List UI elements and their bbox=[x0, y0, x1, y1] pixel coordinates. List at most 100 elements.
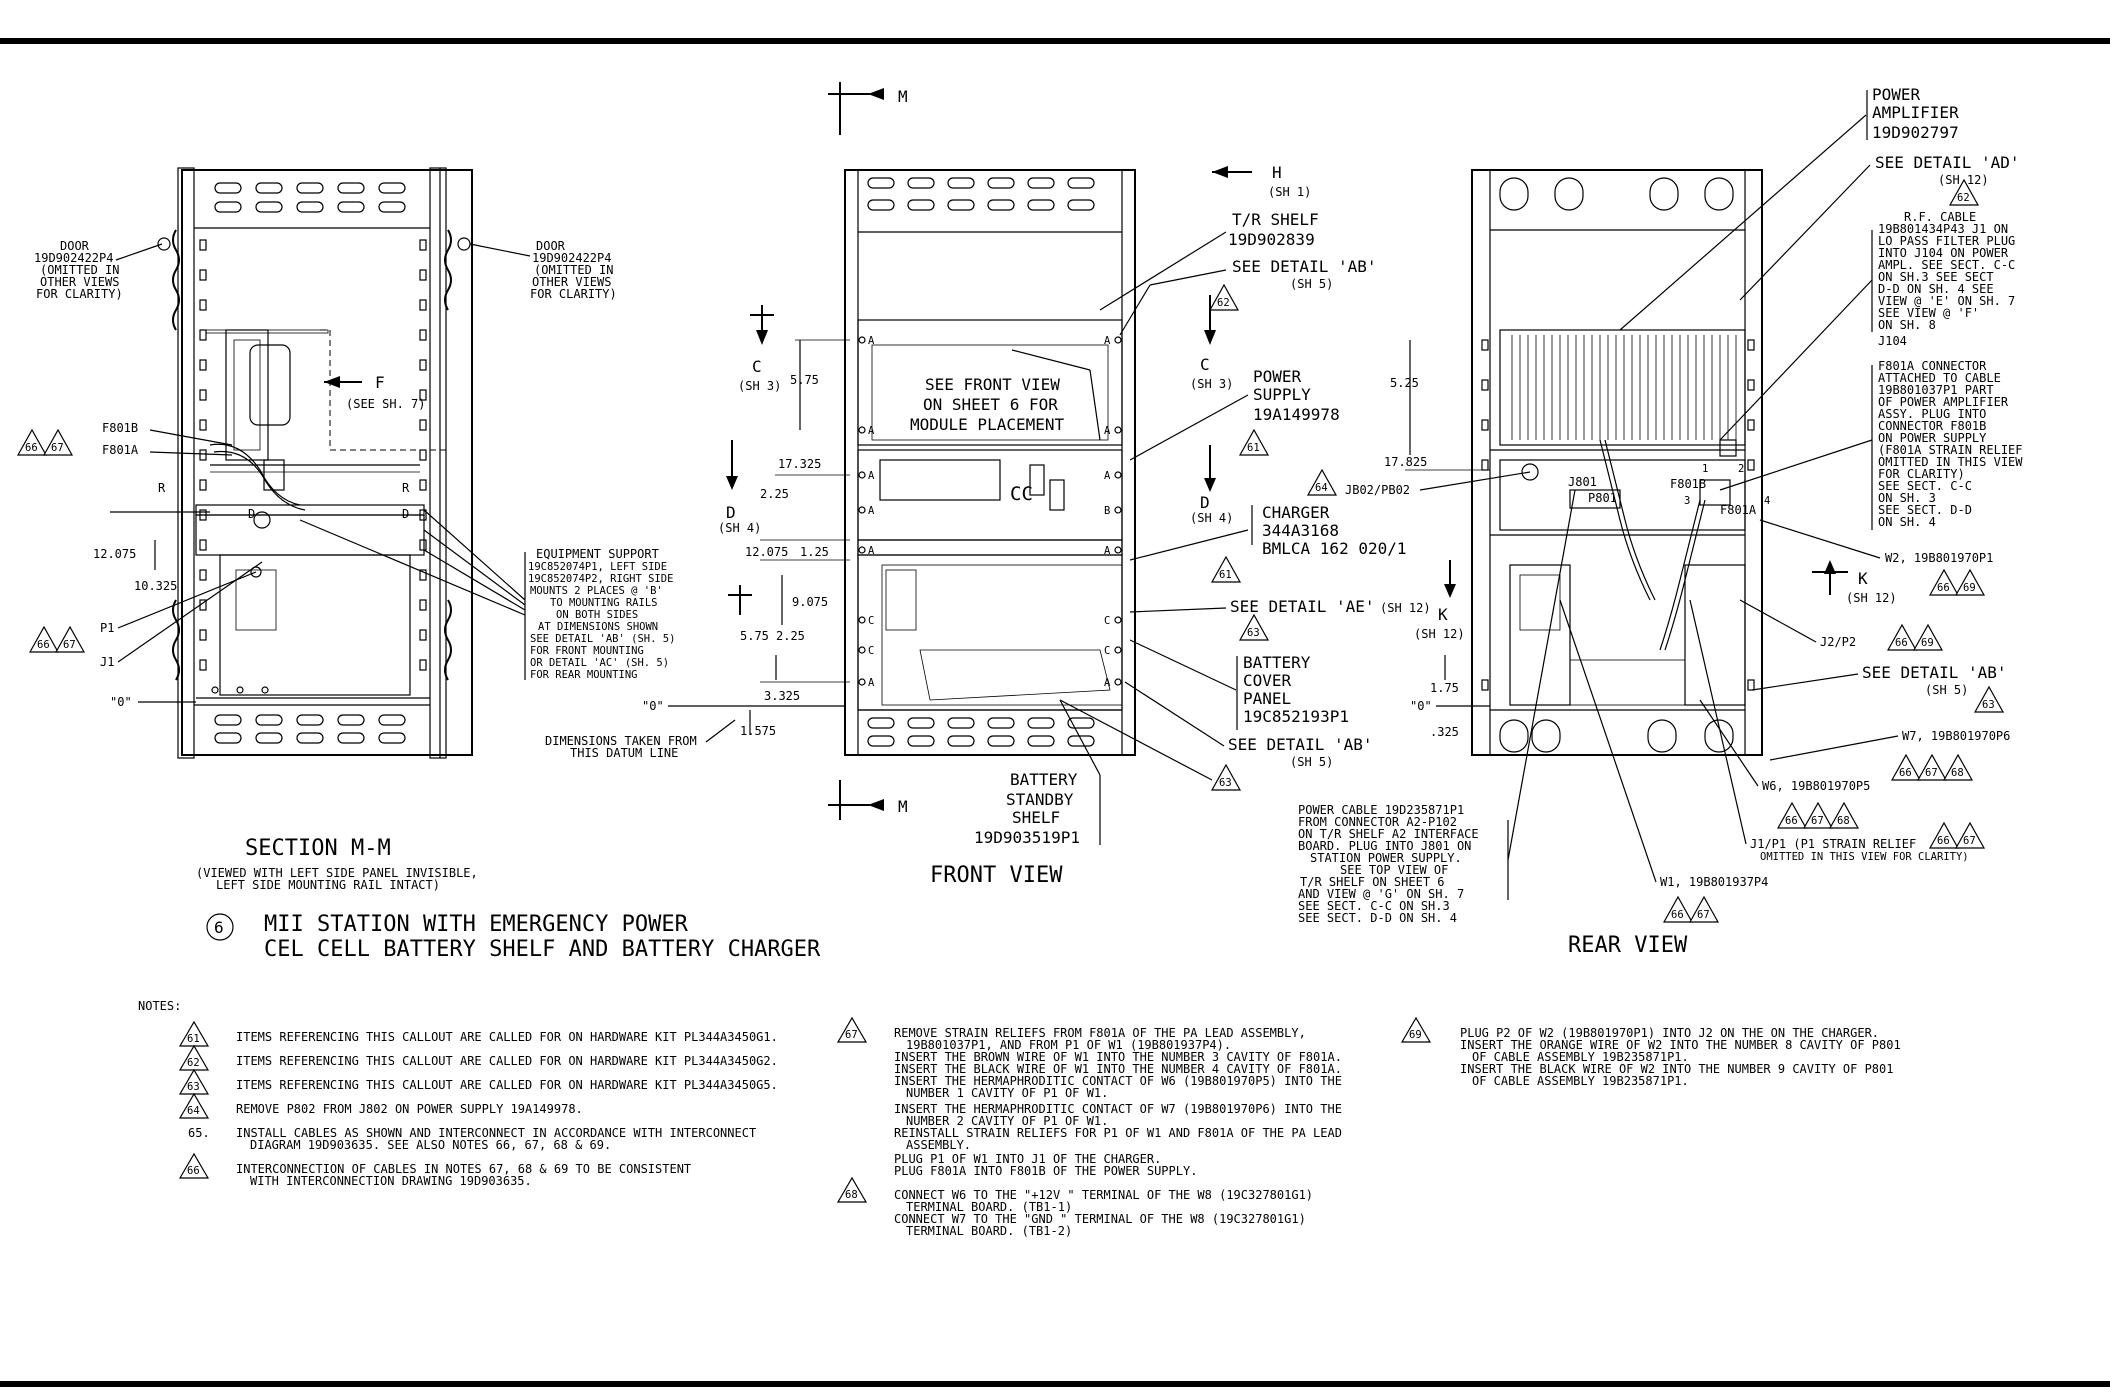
note-65: 65. INSTALL CABLES AS SHOWN AND INTERCON… bbox=[188, 1126, 756, 1152]
num-3: 3 bbox=[1684, 495, 1690, 507]
svg-text:A: A bbox=[1104, 425, 1111, 437]
svg-text:63: 63 bbox=[187, 1081, 200, 1093]
svg-text:67: 67 bbox=[63, 639, 76, 651]
svg-text:CONNECT W6 TO THE "+12V " TERM: CONNECT W6 TO THE "+12V " TERMINAL OF TH… bbox=[894, 1188, 1313, 1202]
dim-12075-front: 12.075 bbox=[745, 545, 788, 559]
j1-label: J1 bbox=[100, 655, 114, 669]
charger-3: BMLCA 162 020/1 bbox=[1262, 539, 1407, 558]
see-front-view-2: ON SHEET 6 FOR bbox=[923, 395, 1058, 414]
svg-text:69: 69 bbox=[1963, 582, 1976, 594]
top-border bbox=[0, 38, 2110, 44]
tri-61b-front: 61 bbox=[1210, 555, 1242, 583]
svg-text:61: 61 bbox=[1219, 569, 1232, 581]
w1-label: W1, 19B801937P4 bbox=[1660, 875, 1768, 889]
svg-text:INSERT THE HERMAPHRODITIC CONT: INSERT THE HERMAPHRODITIC CONTACT OF W6 … bbox=[894, 1074, 1342, 1088]
battery-cover-4: 19C852193P1 bbox=[1243, 707, 1349, 726]
svg-text:CONNECT W7 TO THE "GND " TERMI: CONNECT W7 TO THE "GND " TERMINAL OF THE… bbox=[894, 1212, 1306, 1226]
jb02-label: JB02/PB02 bbox=[1345, 483, 1410, 497]
svg-text:TERMINAL BOARD. (TB1-2): TERMINAL BOARD. (TB1-2) bbox=[906, 1224, 1072, 1238]
rear-view-title: REAR VIEW bbox=[1568, 933, 1688, 958]
svg-text:ASSY. PLUG INTO: ASSY. PLUG INTO bbox=[1878, 407, 1986, 421]
front-view: M M CC bbox=[545, 82, 1431, 888]
svg-text:SEE VIEW @ 'F': SEE VIEW @ 'F' bbox=[1878, 306, 1979, 320]
svg-text:67: 67 bbox=[845, 1029, 858, 1041]
zero-front: "0" bbox=[642, 699, 664, 713]
svg-text:NUMBER 1 CAVITY OF P1 OF W1.: NUMBER 1 CAVITY OF P1 OF W1. bbox=[906, 1086, 1108, 1100]
svg-text:A: A bbox=[1104, 335, 1111, 347]
power-supply-2: SUPPLY bbox=[1253, 385, 1311, 404]
svg-text:C: C bbox=[1104, 645, 1110, 657]
tri-62-rear: 62 bbox=[1948, 178, 1980, 206]
svg-text:63: 63 bbox=[1982, 699, 1995, 711]
caption-line-1: MII STATION WITH EMERGENCY POWER bbox=[264, 912, 689, 937]
svg-text:19D902422P4: 19D902422P4 bbox=[532, 251, 611, 265]
svg-text:INTO J104 ON POWER: INTO J104 ON POWER bbox=[1878, 246, 2009, 260]
svg-text:DIAGRAM 19D903635. SEE ALSO NO: DIAGRAM 19D903635. SEE ALSO NOTES 66, 67… bbox=[250, 1138, 611, 1152]
charger-2: 344A3168 bbox=[1262, 521, 1339, 540]
svg-text:PLUG P1 OF W1 INTO J1 OF THE C: PLUG P1 OF W1 INTO J1 OF THE CHARGER. bbox=[894, 1152, 1161, 1166]
w7-label: W7, 19B801970P6 bbox=[1902, 729, 2010, 743]
tri-66-67-p1: 66 67 bbox=[28, 625, 86, 653]
door-left-callout: DOOR 19D902422P4 (OMITTED IN OTHER VIEWS… bbox=[34, 237, 171, 301]
svg-text:68: 68 bbox=[1837, 815, 1850, 827]
svg-text:ASSEMBLY.: ASSEMBLY. bbox=[906, 1138, 971, 1152]
see-sheet-7: (SEE SH. 7) bbox=[346, 397, 425, 411]
rail-holes bbox=[199, 239, 427, 671]
tri-63-rear: 63 bbox=[1973, 685, 2005, 713]
bottom-border bbox=[0, 1381, 2110, 1387]
svg-text:ITEMS REFERENCING THIS CALLOUT: ITEMS REFERENCING THIS CALLOUT ARE CALLE… bbox=[236, 1054, 778, 1068]
w2-label: W2, 19B801970P1 bbox=[1885, 551, 1993, 565]
tri-66-69-j2: 66 69 bbox=[1886, 623, 1944, 651]
j104-label: J104 bbox=[1878, 334, 1907, 348]
svg-text:ON SH. 3: ON SH. 3 bbox=[1878, 491, 1936, 505]
tri-j1p1: 66 67 bbox=[1928, 821, 1986, 849]
power-amplifier-2: AMPLIFIER bbox=[1872, 103, 1959, 122]
tri-63b-front: 63 bbox=[1210, 763, 1242, 791]
sh5-top: (SH 5) bbox=[1290, 277, 1333, 291]
svg-text:68: 68 bbox=[845, 1189, 858, 1201]
section-subtitle-2: LEFT SIDE MOUNTING RAIL INTACT) bbox=[216, 878, 440, 892]
svg-text:SEE DETAIL 'AB' (SH. 5): SEE DETAIL 'AB' (SH. 5) bbox=[530, 633, 675, 645]
m-top: M bbox=[898, 87, 908, 106]
dim-225b: 2.25 bbox=[776, 629, 805, 643]
h-sheet: (SH 1) bbox=[1268, 185, 1311, 199]
notes-heading: NOTES: bbox=[138, 999, 181, 1013]
battery-cover-2: COVER bbox=[1243, 671, 1292, 690]
note-63: 63 ITEMS REFERENCING THIS CALLOUT ARE CA… bbox=[178, 1068, 778, 1095]
svg-text:(F801A STRAIN RELIEF: (F801A STRAIN RELIEF bbox=[1878, 443, 2023, 457]
tri-64-rear: 64 bbox=[1306, 468, 1338, 496]
svg-text:FOR FRONT MOUNTING: FOR FRONT MOUNTING bbox=[530, 645, 644, 657]
svg-text:D-D ON SH. 4 SEE: D-D ON SH. 4 SEE bbox=[1878, 282, 1994, 296]
svg-text:INSERT THE BROWN WIRE OF W1 IN: INSERT THE BROWN WIRE OF W1 INTO THE NUM… bbox=[894, 1050, 1342, 1064]
note-66: 66 INTERCONNECTION OF CABLES IN NOTES 67… bbox=[178, 1152, 691, 1188]
svg-text:AND VIEW @ 'G' ON SH. 7: AND VIEW @ 'G' ON SH. 7 bbox=[1298, 887, 1464, 901]
tri-61a-front: 61 bbox=[1238, 428, 1270, 456]
zero-rear: "0" bbox=[1410, 699, 1432, 713]
svg-text:61: 61 bbox=[1247, 442, 1260, 454]
svg-text:A: A bbox=[1104, 677, 1111, 689]
svg-text:B: B bbox=[1104, 505, 1110, 517]
caption: 6 MII STATION WITH EMERGENCY POWER CEL C… bbox=[206, 912, 821, 962]
svg-text:CONNECTOR F801B: CONNECTOR F801B bbox=[1878, 419, 1986, 433]
svg-text:INTERCONNECTION OF CABLES IN N: INTERCONNECTION OF CABLES IN NOTES 67, 6… bbox=[236, 1162, 691, 1176]
tri-63a-front: 63 bbox=[1238, 613, 1270, 641]
svg-text:FOR CLARITY): FOR CLARITY) bbox=[36, 287, 123, 301]
j1p1-line-1: J1/P1 (P1 STRAIN RELIEF bbox=[1750, 837, 1916, 851]
sh12-ae: (SH 12) bbox=[1380, 601, 1431, 615]
svg-text:OR DETAIL 'AC' (SH. 5): OR DETAIL 'AC' (SH. 5) bbox=[530, 657, 669, 669]
dim-525: 5.25 bbox=[1390, 376, 1419, 390]
dim-325: .325 bbox=[1430, 725, 1459, 739]
svg-text:A: A bbox=[868, 425, 875, 437]
svg-text:REMOVE STRAIN RELIEFS FROM F80: REMOVE STRAIN RELIEFS FROM F801A OF THE … bbox=[894, 1026, 1306, 1040]
svg-text:FOR CLARITY): FOR CLARITY) bbox=[530, 287, 617, 301]
c-right-sheet: (SH 3) bbox=[1190, 377, 1233, 391]
svg-text:SEE SECT. D-D ON SH. 4: SEE SECT. D-D ON SH. 4 bbox=[1298, 911, 1457, 925]
sh12-ad: (SH 12) bbox=[1938, 173, 1989, 187]
svg-text:SEE SECT. D-D: SEE SECT. D-D bbox=[1878, 503, 1972, 517]
svg-text:66: 66 bbox=[25, 442, 38, 454]
f801a-label: F801A bbox=[102, 443, 139, 457]
door-right-callout: DOOR 19D902422P4 (OMITTED IN OTHER VIEWS… bbox=[457, 237, 617, 301]
svg-text:INSERT THE BLACK WIRE OF W2 IN: INSERT THE BLACK WIRE OF W2 INTO THE NUM… bbox=[1460, 1062, 1893, 1076]
svg-text:66: 66 bbox=[1671, 909, 1684, 921]
